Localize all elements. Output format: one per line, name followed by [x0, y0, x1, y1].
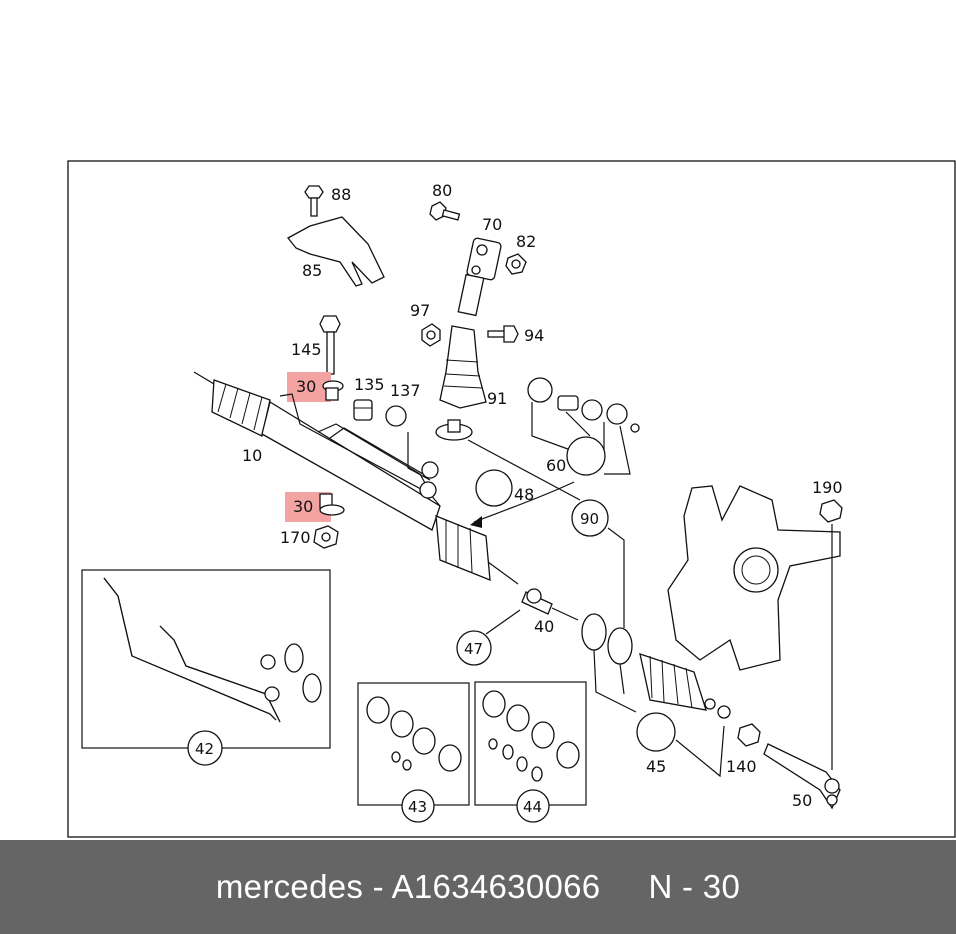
callout-30-upper: 30	[296, 377, 316, 396]
part-10-steering-rack	[193, 371, 519, 585]
callout-94: 94	[524, 326, 544, 345]
callout-48: 48	[514, 485, 534, 504]
callout-97: 97	[410, 301, 430, 320]
part-40-tie-rod	[521, 588, 579, 621]
part-45-boot-kit	[581, 613, 731, 778]
callout-47: 47	[464, 640, 483, 658]
callout-145: 145	[291, 340, 322, 359]
circle-47	[456, 630, 492, 666]
callout-190: 190	[812, 478, 843, 497]
part-43-seals	[366, 696, 462, 772]
part-137-oring	[385, 405, 407, 427]
callout-70: 70	[482, 215, 502, 234]
arrow-90-head	[470, 516, 482, 528]
part-190-nut	[819, 499, 843, 523]
part-135-plug	[353, 399, 373, 421]
callout-30-lower: 30	[293, 497, 313, 516]
leader-137	[407, 432, 431, 481]
callout-42: 42	[195, 740, 214, 758]
part-94-bolt	[487, 325, 519, 343]
callout-90: 90	[580, 510, 599, 528]
circle-44	[516, 789, 550, 823]
part-170-nut	[313, 525, 339, 549]
callout-170: 170	[280, 528, 311, 547]
callout-60: 60	[546, 456, 566, 475]
circle-90	[571, 499, 609, 537]
part-50-tie-rod-end	[763, 743, 841, 810]
callout-80: 80	[432, 181, 452, 200]
diagram-reference: N - 30	[648, 868, 741, 905]
callout-140: 140	[726, 757, 757, 776]
part-88-bolt	[304, 185, 324, 217]
parts-diagram: 88 85 80 70 82 97 94 91	[67, 160, 956, 838]
part-60-seal-kit	[527, 377, 640, 475]
callout-82: 82	[516, 232, 536, 251]
leader-90	[607, 527, 625, 628]
part-number-footer: mercedes - A1634630066 N - 30	[0, 840, 956, 934]
part-30-bushing-upper	[322, 380, 344, 401]
part-30-bushing-lower	[319, 493, 345, 516]
part-42-hydraulic-lines	[103, 577, 322, 723]
arrow-90	[473, 481, 575, 523]
part-valve-flange	[435, 419, 473, 441]
leader-flange	[467, 439, 581, 501]
callout-10: 10	[242, 446, 262, 465]
diagram-frame	[67, 160, 956, 838]
wrench-icon-60	[566, 436, 606, 476]
circle-42	[187, 730, 223, 766]
brand-part-number: mercedes - A1634630066	[215, 868, 601, 905]
leader-47	[485, 609, 521, 635]
part-44-seals	[482, 690, 580, 782]
part-145-bolt	[319, 315, 341, 375]
callout-45: 45	[646, 757, 666, 776]
wrench-icon-48	[475, 469, 513, 507]
callout-88: 88	[331, 185, 351, 204]
part-140-nut	[737, 723, 761, 747]
part-91-boot	[439, 325, 487, 409]
part-80-bolt	[429, 201, 461, 221]
part-82-nut	[505, 253, 527, 275]
callout-43: 43	[408, 798, 427, 816]
callout-50: 50	[792, 791, 812, 810]
part-97-nut	[421, 323, 441, 347]
callout-85: 85	[302, 261, 322, 280]
callout-44: 44	[523, 798, 542, 816]
circle-43	[401, 789, 435, 823]
callout-91: 91	[487, 389, 507, 408]
part-steering-knuckle	[667, 485, 841, 671]
callout-40: 40	[534, 617, 554, 636]
callout-135: 135	[354, 375, 385, 394]
part-70-shaft	[457, 237, 502, 317]
wrench-icon-45	[636, 712, 676, 752]
callout-137: 137	[390, 381, 421, 400]
part-85-bracket	[287, 216, 385, 287]
